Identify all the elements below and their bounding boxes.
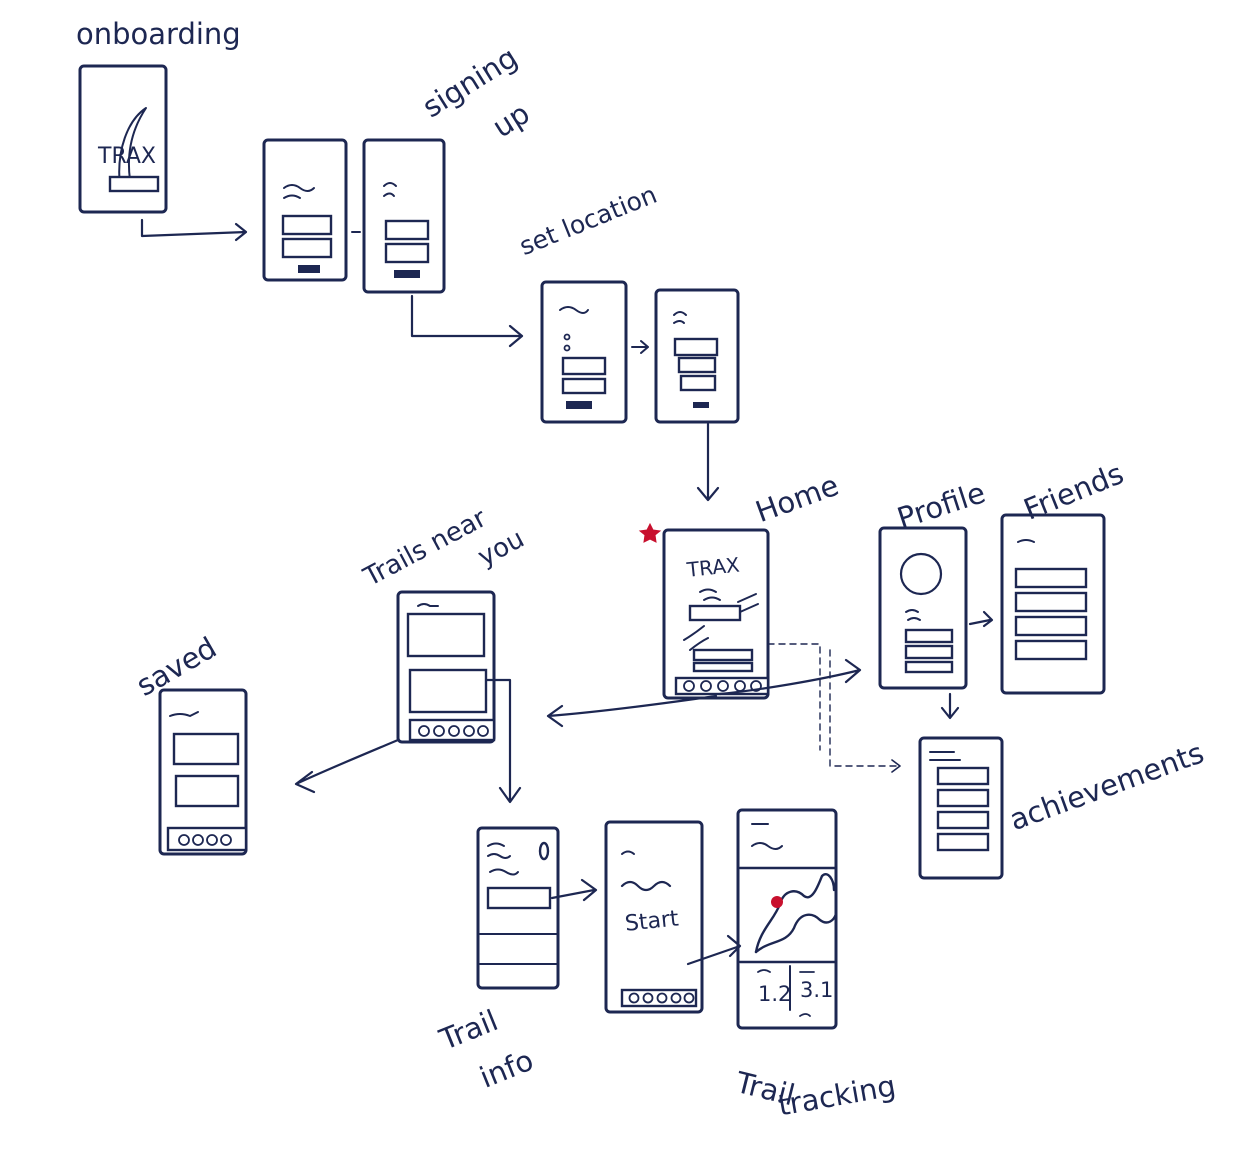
onboarding-label: onboarding: [76, 17, 241, 51]
start-point-star-icon: [638, 522, 662, 543]
onboarding-screen: [78, 64, 168, 214]
flow-arrows: [140, 218, 994, 966]
trail-info-screen: [476, 826, 560, 990]
current-location-marker-icon: [771, 896, 783, 908]
set-location-screen-1: [540, 280, 628, 424]
signup-screen-2: [362, 138, 446, 294]
distance-left-value: 1.2: [758, 982, 792, 1006]
start-screen: [604, 820, 704, 1014]
home-screen: [662, 528, 770, 700]
friends-screen: [1000, 513, 1106, 695]
set-location-screen-2: [654, 288, 740, 424]
achievements-screen: [918, 736, 1004, 880]
location-step-arrow: [631, 340, 649, 354]
signup-screen-1: [262, 138, 348, 282]
profile-screen: [878, 526, 968, 690]
trail-tracking-screen: [736, 808, 838, 1030]
start-text: Start: [623, 906, 680, 937]
distance-right-value: 3.1: [800, 978, 834, 1002]
home-logo-text: TRAX: [685, 552, 741, 582]
saved-screen: [158, 688, 248, 856]
trails-near-you-screen: [396, 590, 496, 744]
onboarding-logo-text: TRAX: [98, 144, 156, 169]
